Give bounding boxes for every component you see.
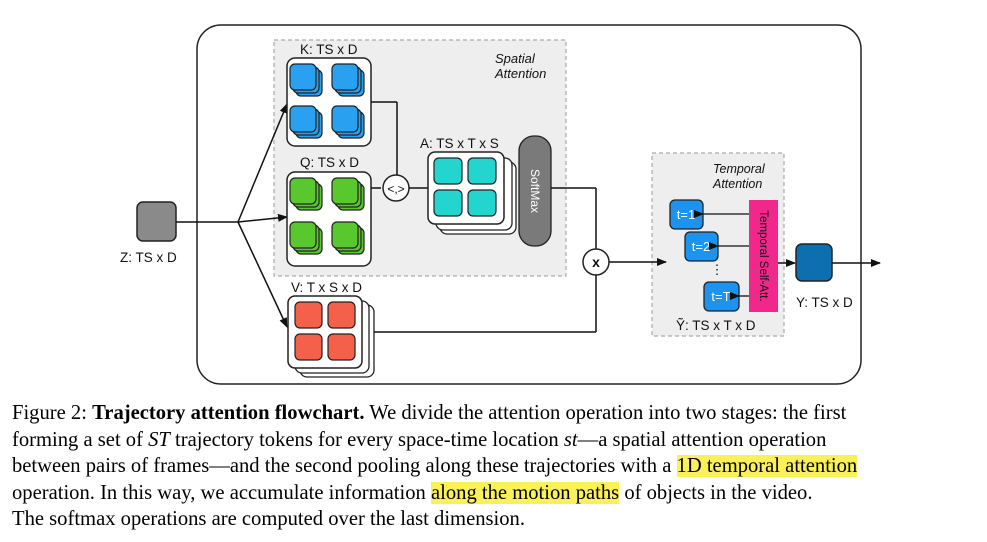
temporal-title-line2: Attention [712,177,762,191]
arrow-to-q [237,213,288,223]
caption-title: Trajectory attention flowchart. [92,402,365,424]
caption-highlight-temporal: 1D temporal attention [676,455,858,477]
caption-line2-b: trajectory tokens for every space-time l… [169,428,564,451]
caption-line-1: Figure 2: Trajectory attention flowchart… [12,400,977,427]
token-t2-label: t=2 [692,239,710,254]
token-tT-label: t=T [711,289,730,304]
softmax-label: SoftMax [528,169,542,213]
input-z-block [136,201,177,242]
arrow-to-k [237,103,288,223]
ytilde-label: Ỹ: TS x T x D [676,318,756,333]
a-label: A: TS x T x S [420,136,499,151]
token-t1-label: t=1 [677,207,695,222]
caption-line-2: forming a set of ST trajectory tokens fo… [12,427,977,454]
caption-line-3: between pairs of frames—and the second p… [12,453,977,480]
caption-line4-a: operation. In this way, we accumulate in… [12,481,431,504]
q-label: Q: TS x D [300,155,359,170]
trajectory-attention-flowchart: Spatial Attention Temporal Attention Z: … [120,24,881,385]
v-tiles [294,301,356,361]
multiply-symbol: x [592,254,600,270]
temporal-self-att-block [749,200,778,312]
figure-caption: Figure 2: Trajectory attention flowchart… [12,400,977,533]
caption-line1-rest: We divide the attention operation into t… [364,402,847,424]
a-tiles [433,157,497,217]
q-tiles [289,177,365,255]
caption-line4-b: of objects in the video. [619,481,813,504]
spatial-title-line1: Spatial [495,51,536,66]
caption-highlight-motion: along the motion paths [430,481,620,504]
caption-st-symbol: ST [148,428,170,451]
temporal-title-line1: Temporal [713,162,766,176]
input-z-label: Z: TS x D [120,250,177,265]
token-ellipsis: ⋮ [711,262,724,277]
k-label: K: TS x D [300,42,358,57]
caption-fig-number: Figure 2: [12,402,93,424]
caption-st-location: st [563,428,578,451]
caption-line-5: The softmax operations are computed over… [12,508,525,530]
v-label: V: T x S x D [291,280,362,295]
arrow-to-v [237,221,288,328]
output-y-block [795,243,833,282]
output-y-label: Y: TS x D [796,295,853,310]
spatial-title-line2: Attention [494,66,546,81]
caption-line2-a: forming a set of [12,428,149,451]
caption-line2-c: —a spatial attention operation [577,428,827,451]
softmax-block [518,135,552,247]
dot-product-symbol: <,> [387,182,404,196]
k-tiles [289,63,365,139]
caption-line3-a: between pairs of frames—and the second p… [12,455,677,477]
caption-line-4: operation. In this way, we accumulate in… [12,480,977,507]
temporal-self-att-label: Temporal Self-Att. [757,210,769,301]
